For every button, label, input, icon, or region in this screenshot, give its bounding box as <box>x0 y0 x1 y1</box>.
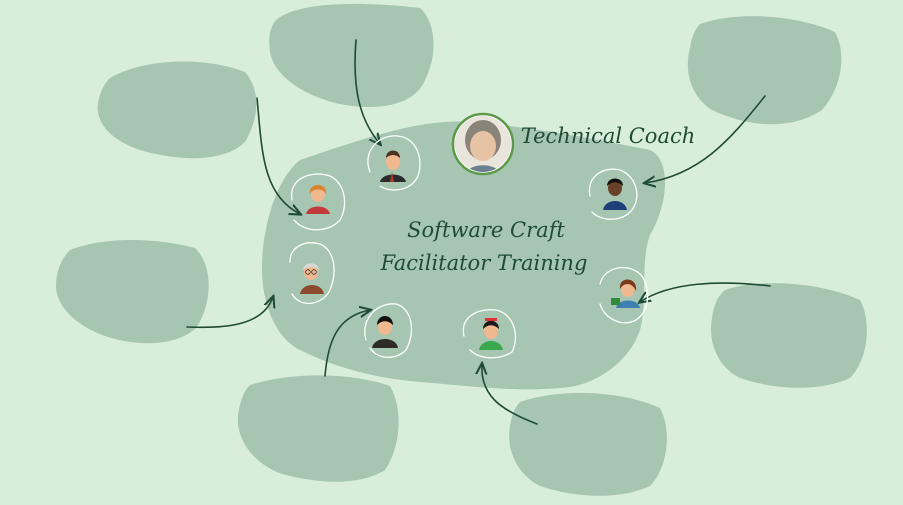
redhead-woman-icon <box>291 173 346 231</box>
arrow-top-right <box>645 95 766 183</box>
outer-blob-top-right <box>687 16 842 125</box>
dark-skinned-man-icon <box>588 168 638 220</box>
diagram-title-line1: Software Craft <box>407 218 565 242</box>
arrow-right <box>640 282 771 302</box>
arrow-top-center <box>354 39 380 144</box>
central-blob <box>262 121 666 390</box>
arrow-bottom-right <box>482 364 538 425</box>
outer-blob-right <box>711 283 867 388</box>
outer-blob-bottom-left <box>237 375 399 482</box>
arrow-bottom-left <box>324 310 370 377</box>
outer-blob-top-center <box>269 3 434 108</box>
nurse-woman-icon <box>462 309 517 359</box>
coach-label: Technical Coach <box>521 124 696 148</box>
coach-avatar <box>451 112 515 176</box>
outer-blob-bottom-right <box>509 392 667 496</box>
outer-blob-top-left <box>97 61 257 159</box>
businessman-icon <box>367 135 421 191</box>
diagram-title-line2: Facilitator Training <box>380 251 588 275</box>
grandpa-icon <box>289 242 335 304</box>
outer-blob-left <box>56 239 209 344</box>
black-hair-man-icon <box>364 303 413 358</box>
arrow-top-left <box>256 97 300 214</box>
woman-with-book-icon <box>599 266 649 324</box>
arrow-left <box>186 297 273 329</box>
